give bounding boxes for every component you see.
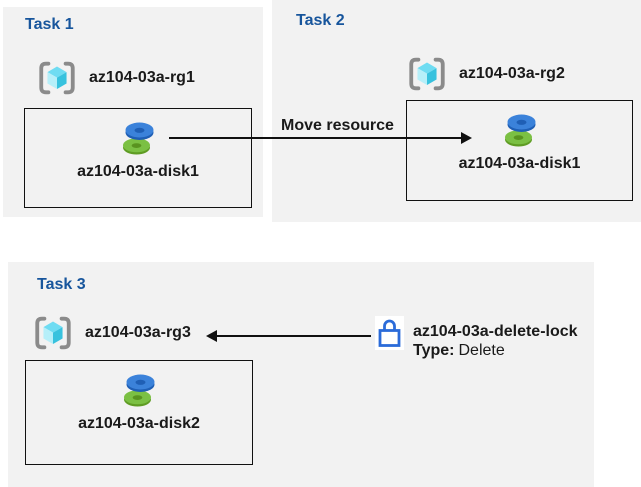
lock-type-value: Delete	[458, 342, 505, 359]
task3-title: Task 3	[37, 276, 86, 293]
task1-resource-box: az104-03a-disk1	[24, 108, 252, 208]
task1-resource-group: az104-03a-rg1	[36, 58, 195, 98]
task1-title: Task 1	[25, 16, 74, 33]
task2-title: Task 2	[296, 12, 345, 29]
task3-panel: Task 3 az104-03a-rg3 az104-03a-disk2	[8, 262, 594, 487]
resource-group-icon	[39, 61, 75, 95]
arrow-right-head	[461, 132, 472, 144]
delete-lock-arrow	[206, 330, 371, 342]
task1-panel: Task 1 az104-03a-rg1 az104-03a-disk1	[3, 7, 263, 217]
task2-resource-box: az104-03a-disk1	[406, 100, 633, 201]
lock-icon	[378, 319, 401, 347]
delete-lock-type-row: Type:Delete	[413, 341, 578, 360]
move-resource-label: Move resource	[281, 117, 394, 134]
managed-disk-icon	[123, 122, 154, 155]
managed-disk-icon	[504, 114, 535, 147]
task2-resource-group: az104-03a-rg2	[406, 54, 565, 94]
move-resource-arrow	[169, 132, 472, 144]
resource-group-icon	[35, 316, 71, 350]
task2-resource-name: az104-03a-disk1	[458, 155, 581, 172]
arrow-left-head	[206, 330, 217, 342]
delete-lock-name: az104-03a-delete-lock	[413, 323, 578, 340]
resource-group-icon	[409, 57, 445, 91]
task1-resource-group-name: az104-03a-rg1	[89, 69, 195, 86]
lock-icon-badge	[375, 316, 404, 350]
task3-resource-name: az104-03a-disk2	[78, 415, 200, 432]
delete-lock-text: az104-03a-delete-lock Type:Delete	[413, 322, 578, 360]
task3-resource-box: az104-03a-disk2	[25, 360, 253, 465]
task1-resource-name: az104-03a-disk1	[77, 163, 199, 180]
task3-resource-group-name: az104-03a-rg3	[85, 324, 191, 341]
task2-resource-group-name: az104-03a-rg2	[459, 65, 565, 82]
lock-type-label: Type:	[413, 342, 455, 359]
managed-disk-icon	[124, 374, 155, 407]
task2-panel: Task 2 az104-03a-rg2 az104-03a-disk1	[272, 0, 641, 222]
task3-resource-group: az104-03a-rg3	[32, 313, 191, 353]
